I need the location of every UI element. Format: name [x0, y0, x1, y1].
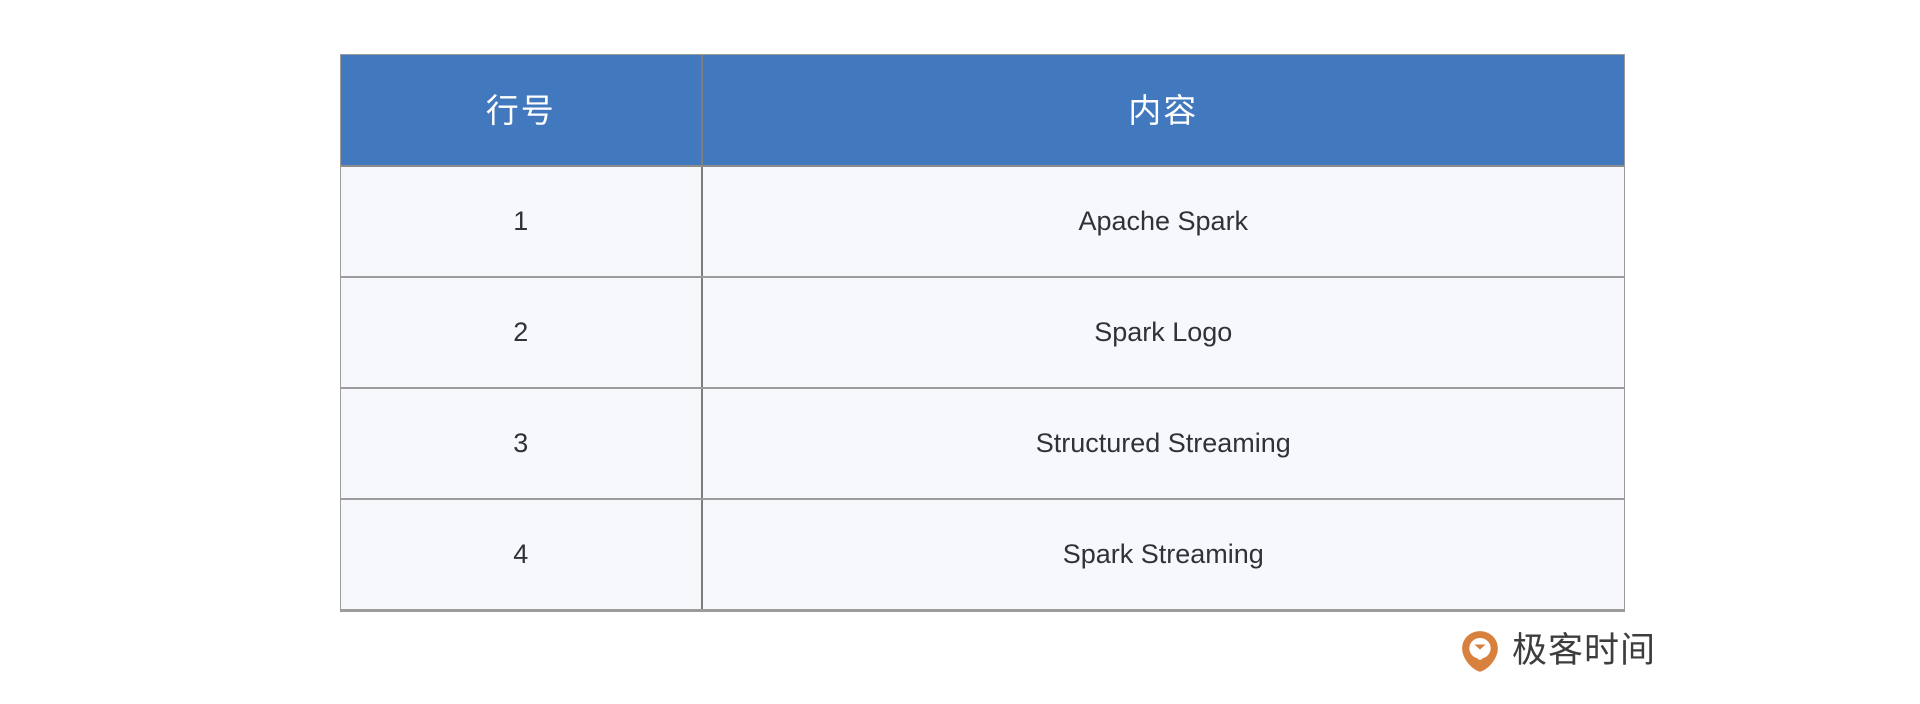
table-body: 1 Apache Spark 2 Spark Logo 3 Structured… — [341, 166, 1624, 611]
cell-row-content: Apache Spark — [701, 166, 1624, 278]
table-row: 1 Apache Spark — [341, 166, 1624, 278]
cell-row-index: 1 — [341, 166, 703, 278]
cell-row-content: Spark Streaming — [701, 499, 1624, 611]
cell-row-index: 3 — [341, 388, 703, 500]
column-header-index: 行号 — [341, 55, 703, 167]
cell-row-content: Structured Streaming — [701, 388, 1624, 500]
data-table-container: 行号 内容 1 Apache Spark 2 Spark Logo 3 Stru… — [341, 55, 1624, 611]
table-header-row: 行号 内容 — [341, 55, 1624, 167]
data-table: 行号 内容 1 Apache Spark 2 Spark Logo 3 Stru… — [341, 55, 1624, 611]
cell-row-index: 2 — [341, 277, 703, 389]
table-row: 4 Spark Streaming — [341, 499, 1624, 611]
brand-watermark: 极客时间 — [1458, 629, 1656, 673]
table-header: 行号 内容 — [341, 55, 1624, 167]
table-row: 2 Spark Logo — [341, 277, 1624, 389]
table-row: 3 Structured Streaming — [341, 388, 1624, 500]
geektime-logo-icon — [1462, 631, 1498, 672]
cell-row-content: Spark Logo — [701, 277, 1624, 389]
brand-name: 极客时间 — [1512, 630, 1657, 671]
column-header-content: 内容 — [701, 55, 1624, 167]
cell-row-index: 4 — [341, 499, 703, 611]
